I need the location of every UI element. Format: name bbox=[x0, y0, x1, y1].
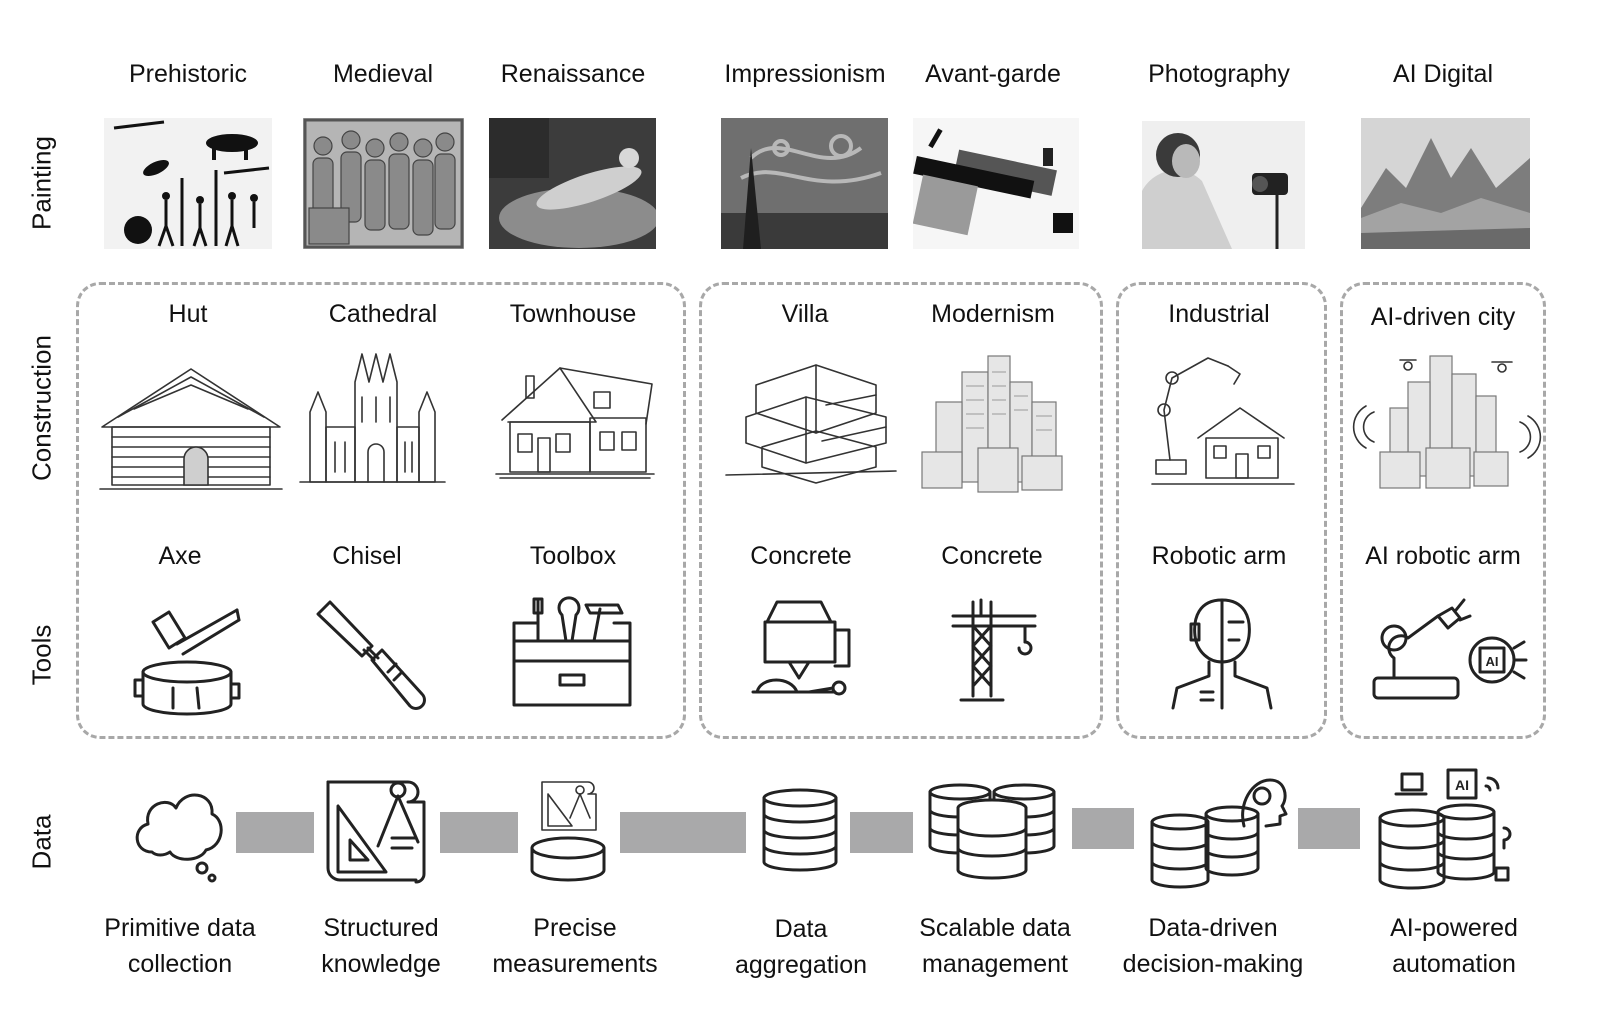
ai-chip-text: AI bbox=[1455, 777, 1469, 793]
ai-city-icon bbox=[1352, 352, 1542, 494]
construction-label-villa: Villa bbox=[781, 300, 829, 328]
painting-prehistoric-image bbox=[104, 118, 272, 249]
data-label-structured: Structured knowledge bbox=[321, 910, 441, 983]
era-label-impressionism: Impressionism bbox=[724, 60, 886, 88]
group-box-industrial bbox=[1116, 282, 1327, 739]
tool-label-ai-robotic-arm: AI robotic arm bbox=[1365, 542, 1521, 570]
tool-label-toolbox: Toolbox bbox=[529, 542, 617, 570]
hut-icon bbox=[98, 365, 284, 495]
connector-bar-3 bbox=[620, 812, 746, 853]
row-label-painting: Painting bbox=[26, 136, 57, 230]
painting-renaissance-image bbox=[489, 118, 656, 249]
painting-impressionism-image bbox=[721, 118, 888, 249]
scalable-databases-icon bbox=[926, 782, 1058, 880]
construction-label-industrial: Industrial bbox=[1168, 300, 1270, 328]
painting-avant-garde-image bbox=[913, 118, 1079, 249]
era-label-prehistoric: Prehistoric bbox=[128, 60, 248, 88]
tower-crane-icon bbox=[951, 596, 1037, 704]
construction-label-cathedral: Cathedral bbox=[328, 300, 438, 328]
row-label-tools: Tools bbox=[26, 624, 57, 686]
data-label-precise-line2: measurements bbox=[492, 950, 658, 979]
construction-label-modernism: Modernism bbox=[931, 300, 1055, 328]
data-label-precise-line1: Precise bbox=[533, 914, 617, 942]
tool-label-chisel: Chisel bbox=[332, 542, 402, 570]
painting-medieval-image bbox=[303, 118, 464, 249]
industrial-robot-house-icon bbox=[1148, 350, 1298, 490]
axe-icon bbox=[133, 604, 241, 716]
thought-cloud-icon bbox=[130, 782, 226, 884]
toolbox-icon bbox=[510, 595, 634, 707]
group-box-modern bbox=[699, 282, 1103, 739]
data-label-primitive-line1: Primitive data bbox=[104, 914, 256, 942]
row-label-construction: Construction bbox=[26, 335, 57, 481]
data-label-structured-line1: Structured bbox=[323, 914, 439, 942]
connector-bar-2 bbox=[440, 812, 518, 853]
villa-icon bbox=[725, 355, 897, 485]
data-label-primitive: Primitive data collection bbox=[104, 910, 255, 983]
construction-label-townhouse: Townhouse bbox=[509, 300, 637, 328]
connector-bar-5 bbox=[1072, 808, 1134, 849]
era-label-photography: Photography bbox=[1148, 60, 1290, 88]
tool-label-concrete-crane: Concrete bbox=[941, 542, 1043, 570]
measurement-tools-icon bbox=[528, 778, 606, 884]
robot-human-face-icon bbox=[1169, 596, 1275, 710]
data-driven-decision-icon bbox=[1148, 774, 1288, 892]
ai-badge-text: AI bbox=[1486, 654, 1499, 669]
ai-automation-databases-icon: AI bbox=[1376, 768, 1516, 892]
concrete-mixer-icon bbox=[751, 596, 859, 698]
data-label-ai-powered: AI-powered automation bbox=[1390, 910, 1518, 983]
era-label-avant-garde: Avant-garde bbox=[925, 60, 1061, 88]
construction-label-ai-driven-city: AI-driven city bbox=[1370, 303, 1516, 331]
modernism-city-icon bbox=[921, 352, 1066, 494]
construction-label-hut: Hut bbox=[168, 300, 208, 328]
tool-label-axe: Axe bbox=[158, 542, 202, 570]
tool-label-concrete-mixer: Concrete bbox=[750, 542, 852, 570]
cathedral-icon bbox=[299, 352, 446, 484]
connector-bar-6 bbox=[1298, 808, 1360, 849]
data-label-ai-powered-line1: AI-powered bbox=[1390, 914, 1518, 942]
blueprint-compass-icon bbox=[322, 776, 430, 884]
data-label-structured-line2: knowledge bbox=[321, 950, 441, 979]
data-label-aggregation-line1: Data bbox=[774, 915, 828, 943]
row-label-data: Data bbox=[26, 814, 57, 870]
connector-bar-1 bbox=[236, 812, 314, 853]
data-label-aggregation: Data aggregation bbox=[735, 911, 867, 984]
data-label-scalable: Scalable data management bbox=[919, 910, 1071, 983]
group-box-pre-industrial bbox=[76, 282, 686, 739]
era-label-medieval: Medieval bbox=[332, 60, 434, 88]
painting-ai-digital-image bbox=[1361, 118, 1530, 249]
tool-label-robotic-arm: Robotic arm bbox=[1151, 542, 1287, 570]
data-label-scalable-line1: Scalable data bbox=[919, 914, 1071, 942]
data-label-data-driven: Data-driven decision-making bbox=[1123, 910, 1304, 983]
era-label-ai-digital: AI Digital bbox=[1392, 60, 1494, 88]
data-label-scalable-line2: management bbox=[922, 950, 1068, 979]
group-box-ai bbox=[1340, 282, 1546, 739]
data-label-precise: Precise measurements bbox=[492, 910, 657, 983]
database-stack-icon bbox=[760, 788, 840, 872]
data-label-aggregation-line2: aggregation bbox=[734, 951, 868, 980]
data-label-primitive-line2: collection bbox=[127, 950, 233, 979]
data-label-data-driven-line2: decision-making bbox=[1122, 950, 1304, 979]
era-label-renaissance: Renaissance bbox=[500, 60, 646, 88]
chisel-icon bbox=[314, 598, 428, 714]
data-label-ai-powered-line2: automation bbox=[1392, 950, 1516, 979]
painting-photography-image bbox=[1142, 121, 1305, 249]
data-label-data-driven-line1: Data-driven bbox=[1148, 914, 1278, 942]
townhouse-icon bbox=[495, 362, 655, 480]
ai-robotic-arm-icon: AI bbox=[1368, 598, 1528, 704]
connector-bar-4 bbox=[850, 812, 913, 853]
